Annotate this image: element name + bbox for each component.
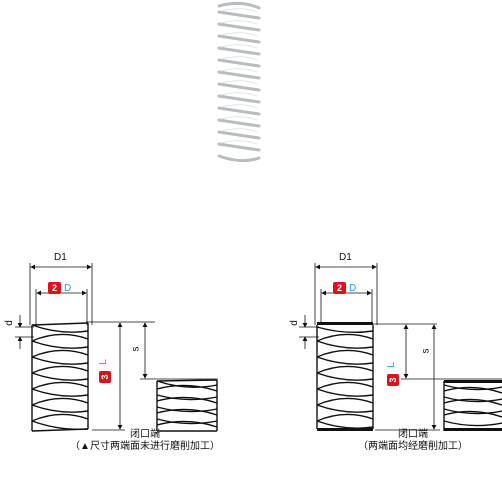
spring-photo	[205, 0, 275, 170]
l-label: L	[385, 362, 397, 368]
d1-dimension	[29, 263, 93, 325]
spring-diagram-unground: D1 2 D d s 3 L 闭口端 （▲尺寸两端面未进行磨削加工）	[0, 245, 245, 483]
d1-label: D1	[339, 252, 352, 263]
wire-diameter-dimension	[299, 315, 319, 349]
wire-d-label: d	[3, 320, 15, 326]
s-label: s	[420, 348, 432, 354]
compressed-spring	[443, 380, 502, 431]
l-label: L	[97, 359, 109, 365]
compression-spring-photo-icon	[217, 1, 261, 163]
spring-drawing-right	[299, 263, 502, 431]
ref-badge-3: 3	[99, 371, 111, 383]
free-spring	[316, 322, 374, 431]
ref-badge-3: 3	[387, 374, 399, 386]
free-spring	[31, 322, 89, 432]
wire-diameter-dimension	[15, 315, 34, 349]
wire-d-label: d	[288, 320, 300, 326]
d-label: D	[64, 283, 72, 294]
ref-badge-2: 2	[48, 282, 61, 294]
d1-dimension	[314, 263, 378, 325]
caption-note: （两端面均经磨削加工）	[358, 441, 468, 452]
compressed-spring	[156, 379, 218, 432]
d1-label: D1	[54, 252, 67, 263]
caption-note: （▲尺寸两端面未进行磨削加工）	[70, 441, 220, 452]
caption-title: 闭口端	[130, 429, 160, 440]
spring-diagram-ground: D1 2 D d s 3 L 闭口端 （两端面均经磨削加工）	[257, 245, 502, 483]
free-length-dimension	[371, 323, 502, 431]
spring-drawing-left	[15, 263, 218, 432]
d-label: D	[349, 283, 357, 294]
free-length-dimension	[86, 321, 218, 431]
caption-title: 闭口端	[398, 429, 428, 440]
ref-badge-2: 2	[333, 282, 346, 294]
s-label: s	[130, 346, 142, 352]
